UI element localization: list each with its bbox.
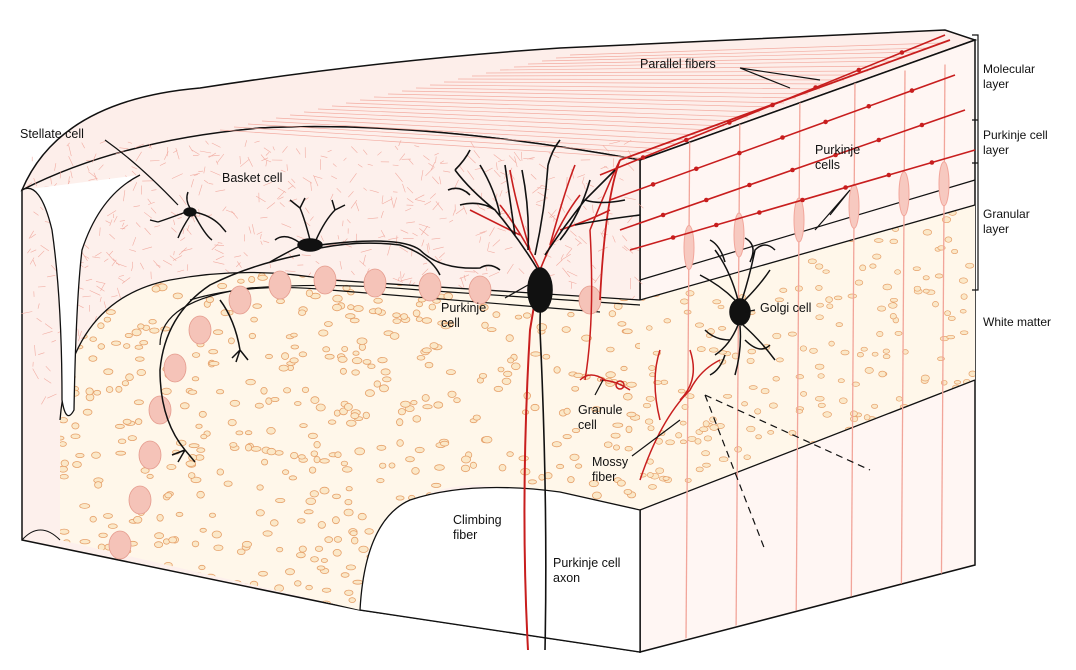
leader-lines (104, 67, 851, 457)
purkinje-band (108, 265, 602, 560)
basket-cell (159, 197, 501, 463)
purkinje-cell (447, 139, 641, 651)
label-golgi-cell: Golgi cell (760, 301, 812, 315)
label-granular-layer: Granular layer (983, 207, 1030, 236)
right-face-purkinje-columns (683, 64, 950, 641)
white-matter-core (359, 486, 641, 653)
label-purkinje-cell-axon: Purkinje cell axon (553, 556, 621, 585)
sulcus (21, 174, 141, 417)
label-purkinje-cells: Purkinje cells (815, 143, 861, 172)
label-climbing-fiber: Climbing fiber (453, 513, 502, 542)
mossy-fiber (579, 39, 951, 481)
golgi-cell (699, 237, 776, 376)
label-white-matter: White matter (983, 315, 1052, 329)
dashed-outline (704, 394, 871, 551)
label-purkinje-cell-layer: Purkinje cell layer (983, 128, 1048, 157)
label-stellate-cell: Stellate cell (20, 127, 84, 141)
label-purkinje-cell: Purkinje cell (441, 301, 487, 330)
label-basket-cell: Basket cell (222, 171, 283, 185)
label-mossy-fiber: Mossy fiber (592, 455, 629, 484)
label-granule-cell: Granule cell (578, 403, 623, 432)
stellate-cell (149, 191, 227, 241)
layer-brackets (972, 34, 979, 291)
label-molecular-layer: Molecular layer (983, 62, 1036, 91)
label-parallel-fibers: Parallel fibers (640, 57, 716, 71)
